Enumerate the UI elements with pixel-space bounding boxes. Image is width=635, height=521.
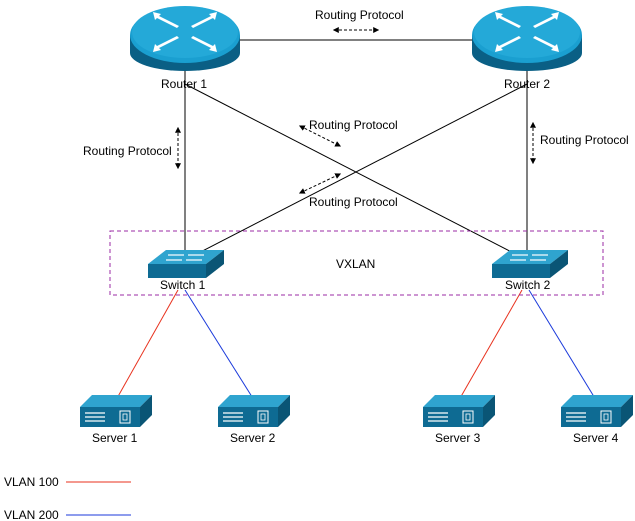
server-4: Server 4 <box>561 395 633 445</box>
routing-label-cross-lower: Routing Protocol <box>309 195 398 209</box>
vlan200-link-switch2-server4 <box>528 289 597 401</box>
server-icon <box>80 395 152 427</box>
router-2: Router 2 <box>472 6 582 91</box>
server-1: Server 1 <box>80 395 152 445</box>
server-3-label: Server 3 <box>435 431 481 445</box>
routing-label-top: Routing Protocol <box>315 8 404 22</box>
switch-icon <box>148 250 224 278</box>
routing-label-left: Routing Protocol <box>83 144 172 158</box>
routing-label-cross-upper: Routing Protocol <box>309 118 398 132</box>
switch-2-label: Switch 2 <box>505 278 551 292</box>
switch-2: Switch 2 <box>492 250 568 292</box>
server-icon <box>561 395 633 427</box>
vlan100-link-switch2-server3 <box>458 289 523 401</box>
router-1-label: Router 1 <box>161 77 207 91</box>
links <box>115 39 597 401</box>
router-icon <box>130 6 240 71</box>
server-3: Server 3 <box>423 395 495 445</box>
server-icon <box>218 395 290 427</box>
server-icon <box>423 395 495 427</box>
server-4-label: Server 4 <box>573 431 619 445</box>
legend: VLAN 100 VLAN 200 <box>4 475 131 521</box>
routing-arrow-cross-lower <box>298 173 342 194</box>
server-2: Server 2 <box>218 395 290 445</box>
routing-label-right: Routing Protocol <box>540 133 629 147</box>
legend-item-vlan100: VLAN 100 <box>4 475 131 489</box>
router-1: Router 1 <box>130 6 240 91</box>
legend-label-vlan200: VLAN 200 <box>4 508 59 521</box>
routing-arrows <box>175 27 536 194</box>
switch-1: Switch 1 <box>148 250 224 292</box>
router-2-label: Router 2 <box>504 77 550 91</box>
vxlan-boundary <box>109 230 604 296</box>
server-2-label: Server 2 <box>230 431 276 445</box>
routing-arrow-cross-upper <box>298 125 342 147</box>
legend-item-vlan200: VLAN 200 <box>4 508 131 521</box>
server-1-label: Server 1 <box>92 431 138 445</box>
vlan100-link-switch1-server1 <box>115 289 179 401</box>
router-icon <box>472 6 582 71</box>
vxlan-label: VXLAN <box>336 257 375 271</box>
switch-icon <box>492 250 568 278</box>
vlan200-link-switch1-server2 <box>184 289 255 401</box>
switch-1-label: Switch 1 <box>160 278 206 292</box>
legend-label-vlan100: VLAN 100 <box>4 475 59 489</box>
link-router2-switch1 <box>184 83 528 261</box>
